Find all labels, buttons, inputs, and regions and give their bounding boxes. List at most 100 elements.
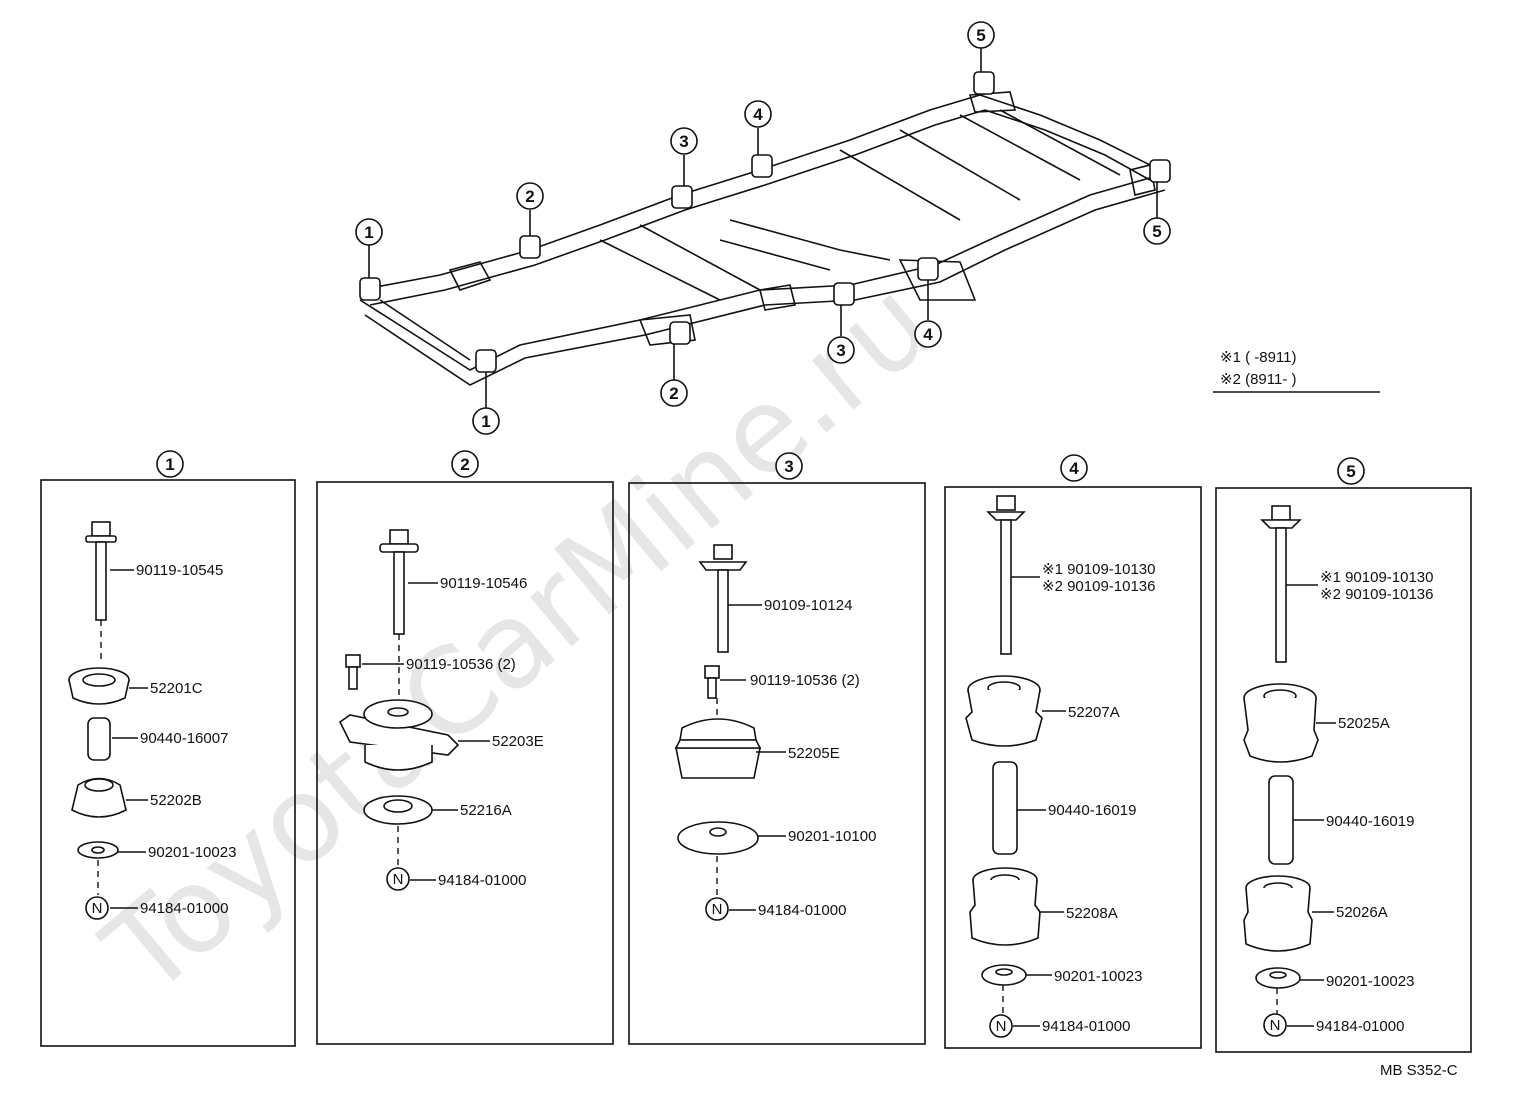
callout-4-right: 4 (914, 320, 942, 348)
part-52216A: 52216A (460, 802, 512, 819)
panel-2: 2 N 90119-10546 90119-10536 (2 (316, 450, 614, 1045)
part-52203E: 52203E (492, 733, 544, 750)
panel-3: 3 N 90109-10124 90119-10536 (2) 5 (628, 452, 926, 1045)
nut-icon: N (989, 1014, 1013, 1038)
part-52202B: 52202B (150, 792, 202, 809)
lower-cushion-icon (71, 777, 127, 818)
svg-text:4: 4 (923, 325, 933, 344)
svg-text:5: 5 (1152, 222, 1161, 241)
panel-5-number: 5 (1346, 462, 1355, 481)
cushion-icon (965, 675, 1043, 747)
part-52207A: 52207A (1068, 704, 1120, 721)
part-90109-10136: ※2 90109-10136 (1320, 586, 1434, 603)
part-94184-01000: 94184-01000 (438, 872, 526, 889)
svg-text:1: 1 (364, 223, 373, 242)
svg-text:4: 4 (753, 105, 763, 124)
washer-icon (1255, 967, 1301, 989)
cushion-icon (68, 667, 130, 705)
svg-text:5: 5 (976, 26, 985, 45)
panel-1-number: 1 (165, 455, 174, 474)
legend: ※1 ( -8911) ※2 (8911- ) (1213, 349, 1380, 393)
callout-3-right: 3 (827, 336, 855, 364)
frame-illustration (359, 48, 1171, 408)
part-52026A: 52026A (1336, 904, 1388, 921)
bolt-icon (379, 529, 419, 635)
washer-icon (363, 795, 433, 825)
frame-callouts: 1 1 2 2 3 3 4 4 5 5 (355, 21, 1171, 435)
part-90109-10136: ※2 90109-10136 (1042, 578, 1156, 595)
legend-line-1: ※1 ( -8911) (1220, 349, 1297, 366)
part-90201-10023: 90201-10023 (1054, 968, 1142, 985)
callout-4-left: 4 (744, 100, 772, 128)
callout-2-right: 2 (660, 379, 688, 407)
svg-text:1: 1 (481, 412, 490, 431)
part-90119-10546: 90119-10546 (440, 575, 527, 592)
collar-icon (87, 717, 111, 761)
nut-icon: N (386, 867, 410, 891)
callout-5-left: 5 (967, 21, 995, 49)
part-90440-16019: 90440-16019 (1326, 813, 1414, 830)
part-90109-10124: 90109-10124 (764, 597, 852, 614)
svg-text:3: 3 (836, 341, 845, 360)
callout-2-left: 2 (516, 182, 544, 210)
part-52205E: 52205E (788, 745, 840, 762)
part-90201-10100: 90201-10100 (788, 828, 876, 845)
part-52025A: 52025A (1338, 715, 1390, 732)
bolt-icon (986, 495, 1026, 655)
svg-text:2: 2 (669, 384, 678, 403)
panel-1: 1 N 90119 (40, 450, 296, 1047)
panel-3-number: 3 (784, 457, 793, 476)
washer-icon (677, 821, 759, 855)
nut-icon: N (705, 897, 729, 921)
part-90109-10130: ※1 90109-10130 (1320, 569, 1434, 586)
part-90119-10536: 90119-10536 (2) (406, 656, 516, 673)
part-94184-01000: 94184-01000 (1316, 1018, 1404, 1035)
part-52201C: 52201C (150, 680, 203, 697)
washer-icon (981, 964, 1027, 986)
bolt-icon (698, 544, 748, 653)
nut-icon: N (85, 896, 109, 920)
svg-text:N: N (92, 900, 103, 917)
svg-text:N: N (1270, 1017, 1281, 1034)
cushion-icon (674, 718, 762, 779)
small-bolt-icon (704, 665, 720, 699)
collar-icon (1268, 775, 1294, 865)
svg-text:N: N (393, 871, 404, 888)
lower-cushion-icon (1243, 875, 1313, 952)
part-94184-01000: 94184-01000 (1042, 1018, 1130, 1035)
callout-5-right: 5 (1143, 217, 1171, 245)
drawing-code: MB S352-C (1380, 1062, 1458, 1079)
callout-1-front-right: 1 (472, 407, 500, 435)
nut-icon: N (1263, 1013, 1287, 1037)
washer-icon (77, 841, 119, 859)
legend-line-2: ※2 (8911- ) (1220, 371, 1297, 388)
part-90201-10023: 90201-10023 (148, 844, 236, 861)
cushion-icon (338, 699, 460, 771)
part-94184-01000: 94184-01000 (758, 902, 846, 919)
part-52208A: 52208A (1066, 905, 1118, 922)
svg-text:N: N (712, 901, 723, 918)
svg-text:3: 3 (679, 132, 688, 151)
part-90201-10023: 90201-10023 (1326, 973, 1414, 990)
part-90440-16007: 90440-16007 (140, 730, 228, 747)
callout-1-front-left: 1 (355, 218, 383, 246)
panel-4: 4 N ※1 90109-10130 ※2 9 (944, 454, 1202, 1049)
part-90119-10545: 90119-10545 (136, 562, 223, 579)
svg-text:N: N (996, 1018, 1007, 1035)
callout-3-left: 3 (670, 127, 698, 155)
bolt-icon (85, 521, 117, 621)
part-90119-10536: 90119-10536 (2) (750, 672, 860, 689)
panel-4-number: 4 (1069, 459, 1079, 478)
bolt-icon (1260, 505, 1302, 663)
part-94184-01000: 94184-01000 (140, 900, 228, 917)
part-90440-16019: 90440-16019 (1048, 802, 1136, 819)
panel-2-number: 2 (460, 455, 469, 474)
part-90109-10130: ※1 90109-10130 (1042, 561, 1156, 578)
lower-cushion-icon (969, 867, 1041, 946)
svg-text:2: 2 (525, 187, 534, 206)
collar-icon (992, 761, 1018, 855)
panel-5: 5 N ※1 90109-10130 ※2 9 (1215, 457, 1472, 1053)
small-bolt-icon (345, 654, 361, 690)
cushion-icon (1243, 683, 1319, 763)
